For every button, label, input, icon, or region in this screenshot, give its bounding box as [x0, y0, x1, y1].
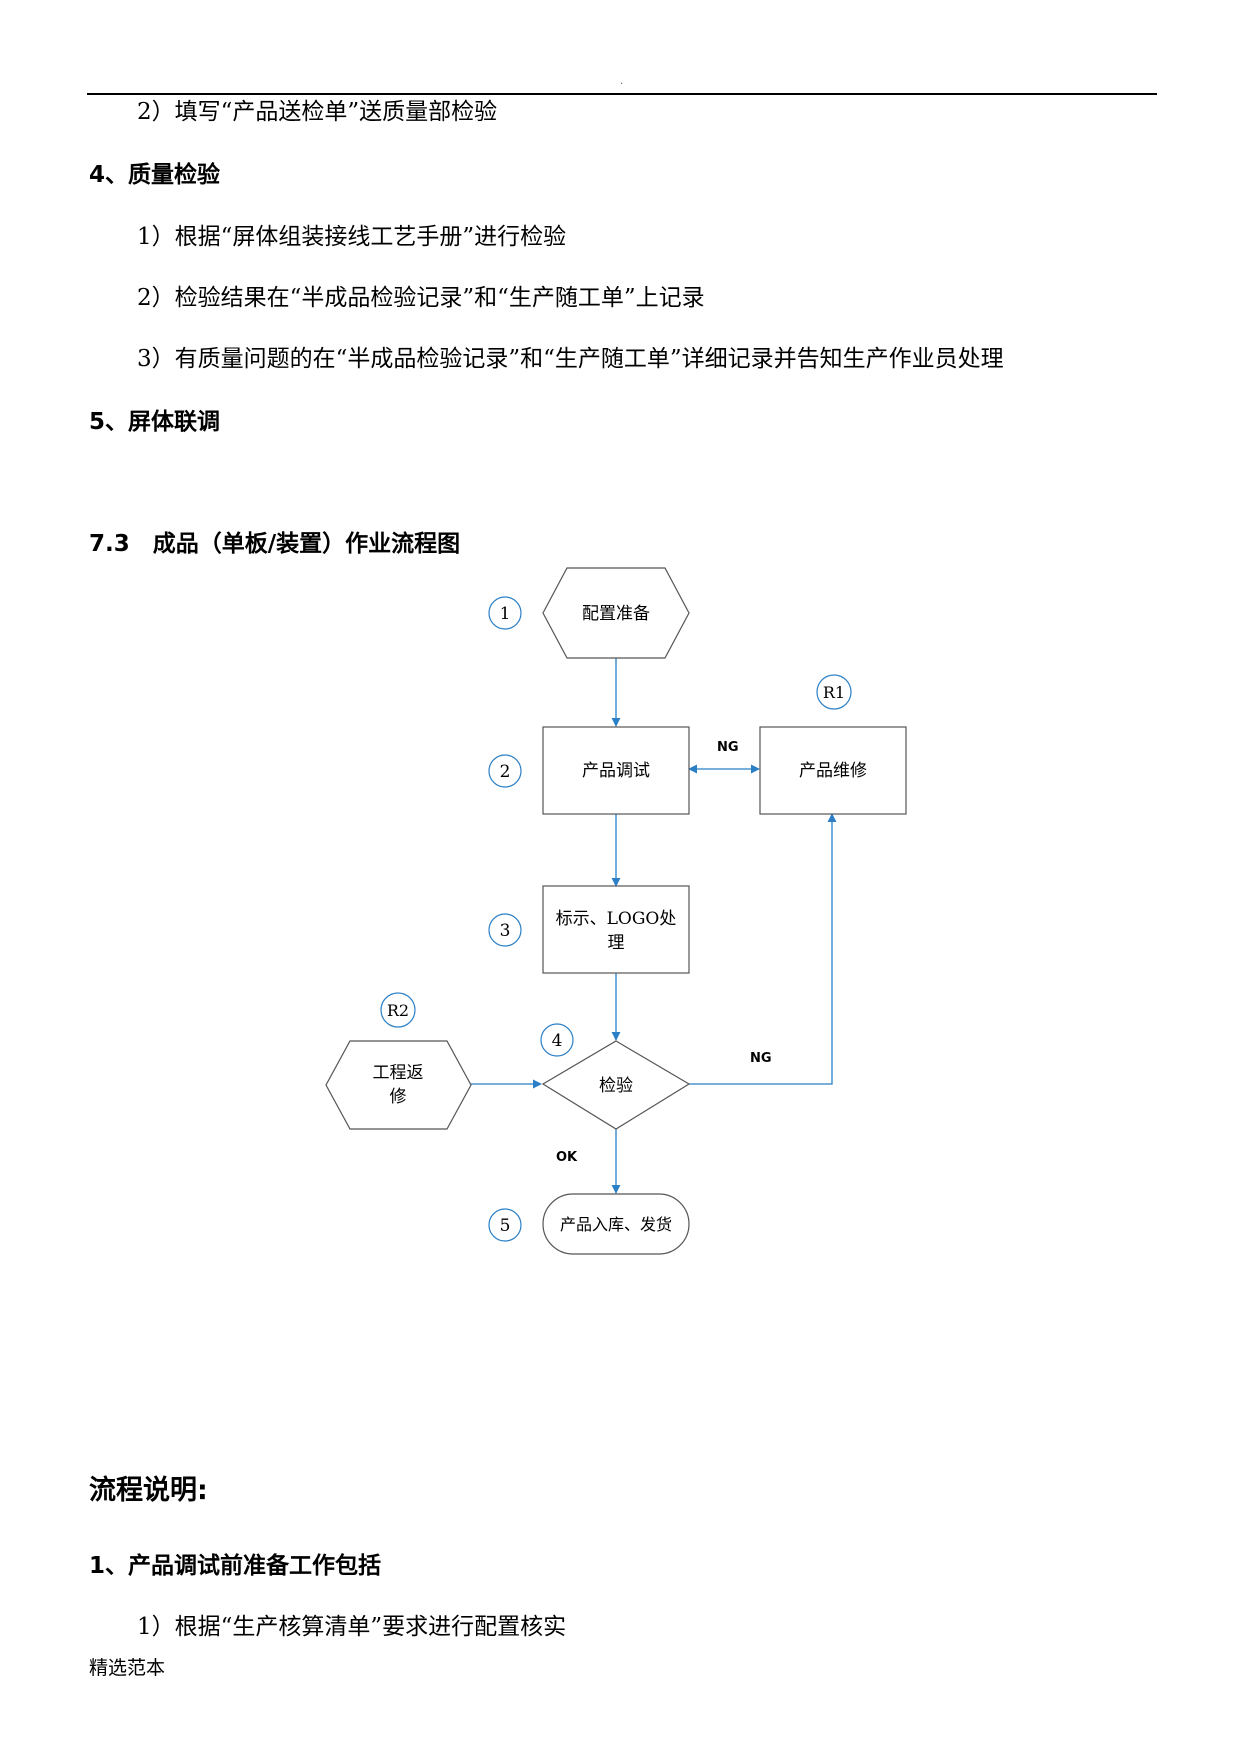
header-rule [87, 93, 1157, 95]
marker-2 [488, 754, 522, 788]
node-engineering-rework-label-1: 工程返 [373, 1063, 424, 1083]
marker-2-label: 2 [500, 762, 511, 782]
marker-1-label: 1 [500, 604, 511, 624]
inspection-step-3: 3）有质量问题的在“半成品检验记录”和“生产随工单”详细记录并告知生产作业员处理 [137, 346, 1004, 372]
inspection-step-1: 1）根据“屏体组装接线工艺手册”进行检验 [137, 224, 567, 250]
edge-4-to-repair [689, 813, 837, 1085]
marker-r1 [816, 674, 852, 710]
node-product-debug [542, 726, 690, 815]
marker-3-label: 3 [500, 921, 511, 941]
heading-screen-debug: 5、屏体联调 [89, 409, 221, 435]
node-config-prep-label: 配置准备 [582, 604, 650, 624]
node-config-prep [542, 567, 690, 659]
marker-5 [488, 1208, 522, 1242]
node-warehouse-ship [542, 1193, 690, 1255]
edge-label-ok: OK [556, 1150, 578, 1165]
inspection-step-2: 2）检验结果在“半成品检验记录”和“生产随工单”上记录 [137, 285, 705, 311]
edge-label-ng-right: NG [750, 1051, 772, 1066]
marker-5-label: 5 [500, 1216, 511, 1236]
node-engineering-rework [325, 1040, 472, 1130]
step-2-submit-text: 2）填写“产品送检单”送质量部检验 [137, 99, 498, 125]
marker-r2 [380, 992, 416, 1028]
header-marker: . [620, 76, 624, 87]
node-inspection-label: 检验 [599, 1076, 633, 1096]
process-heading-1: 1、产品调试前准备工作包括 [89, 1553, 382, 1579]
marker-r2-label: R2 [387, 1001, 409, 1020]
process-description-title: 流程说明: [89, 1475, 208, 1506]
node-product-repair-label: 产品维修 [799, 761, 867, 781]
footer-text: 精选范本 [89, 1657, 166, 1679]
marker-1 [488, 596, 522, 630]
node-logo-process [542, 885, 690, 974]
marker-r1-label: R1 [823, 683, 845, 702]
process-step-1: 1）根据“生产核算清单”要求进行配置核实 [137, 1614, 567, 1640]
node-engineering-rework-label-2: 修 [390, 1087, 407, 1107]
node-product-debug-label: 产品调试 [582, 761, 650, 781]
marker-4-label: 4 [552, 1031, 563, 1051]
edge-label-ng-top: NG [717, 740, 739, 755]
marker-3 [488, 913, 522, 947]
node-inspection [541, 1040, 691, 1130]
node-logo-process-label-1: 标示、LOGO处 [556, 909, 677, 929]
node-product-repair [759, 726, 907, 815]
marker-4 [540, 1023, 574, 1057]
heading-quality-inspection: 4、质量检验 [89, 162, 221, 188]
section-title: 7.3 成品（单板/装置）作业流程图 [89, 531, 461, 557]
node-warehouse-ship-label: 产品入库、发货 [560, 1215, 672, 1234]
node-logo-process-label-2: 理 [608, 933, 625, 953]
